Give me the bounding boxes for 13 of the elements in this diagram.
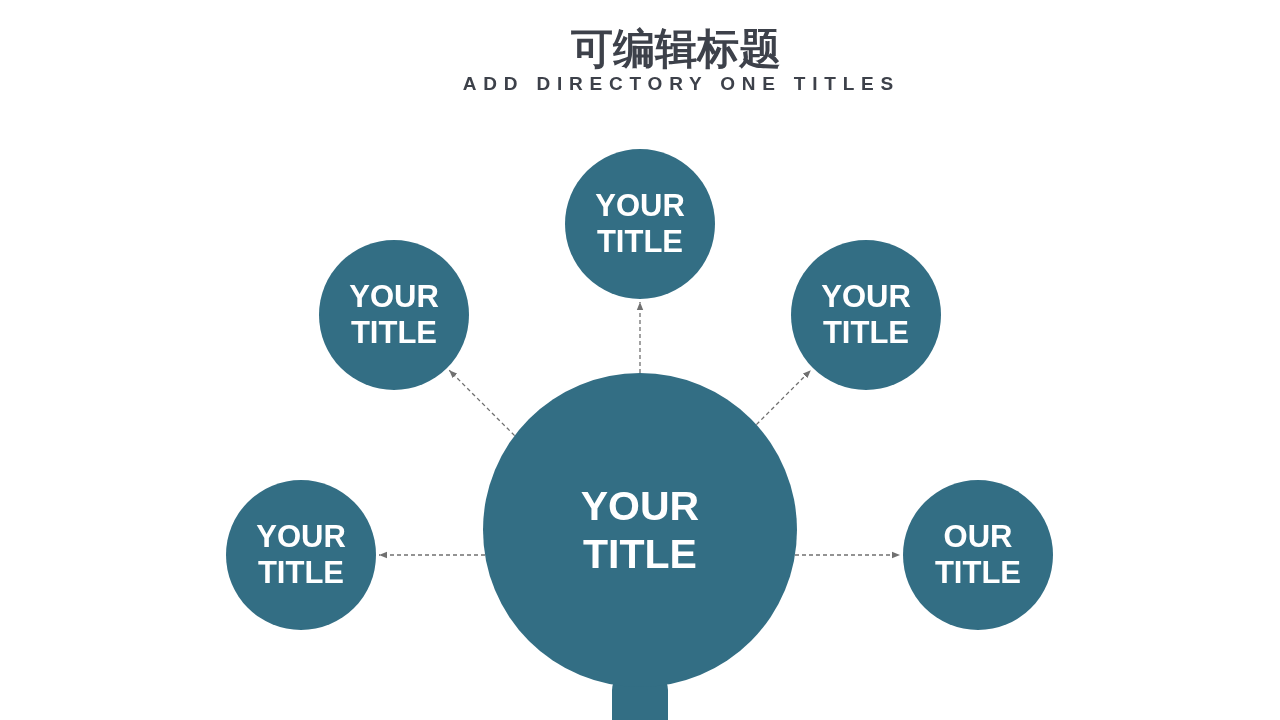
node-label: YOUR TITLE (821, 279, 911, 351)
subtitle: ADD DIRECTORY ONE TITLES (461, 73, 901, 95)
node-label: OUR TITLE (934, 519, 1022, 591)
node-label: YOUR TITLE (256, 519, 346, 591)
node-label: YOUR TITLE (595, 188, 685, 260)
arrow (755, 369, 812, 426)
arrow (378, 551, 486, 559)
node-label: YOUR TITLE (580, 482, 700, 578)
title: 可编辑标题 (571, 25, 781, 73)
arrow (448, 369, 516, 437)
node-label: YOUR TITLE (349, 279, 439, 351)
arrow (636, 301, 644, 374)
arrow (794, 551, 901, 559)
